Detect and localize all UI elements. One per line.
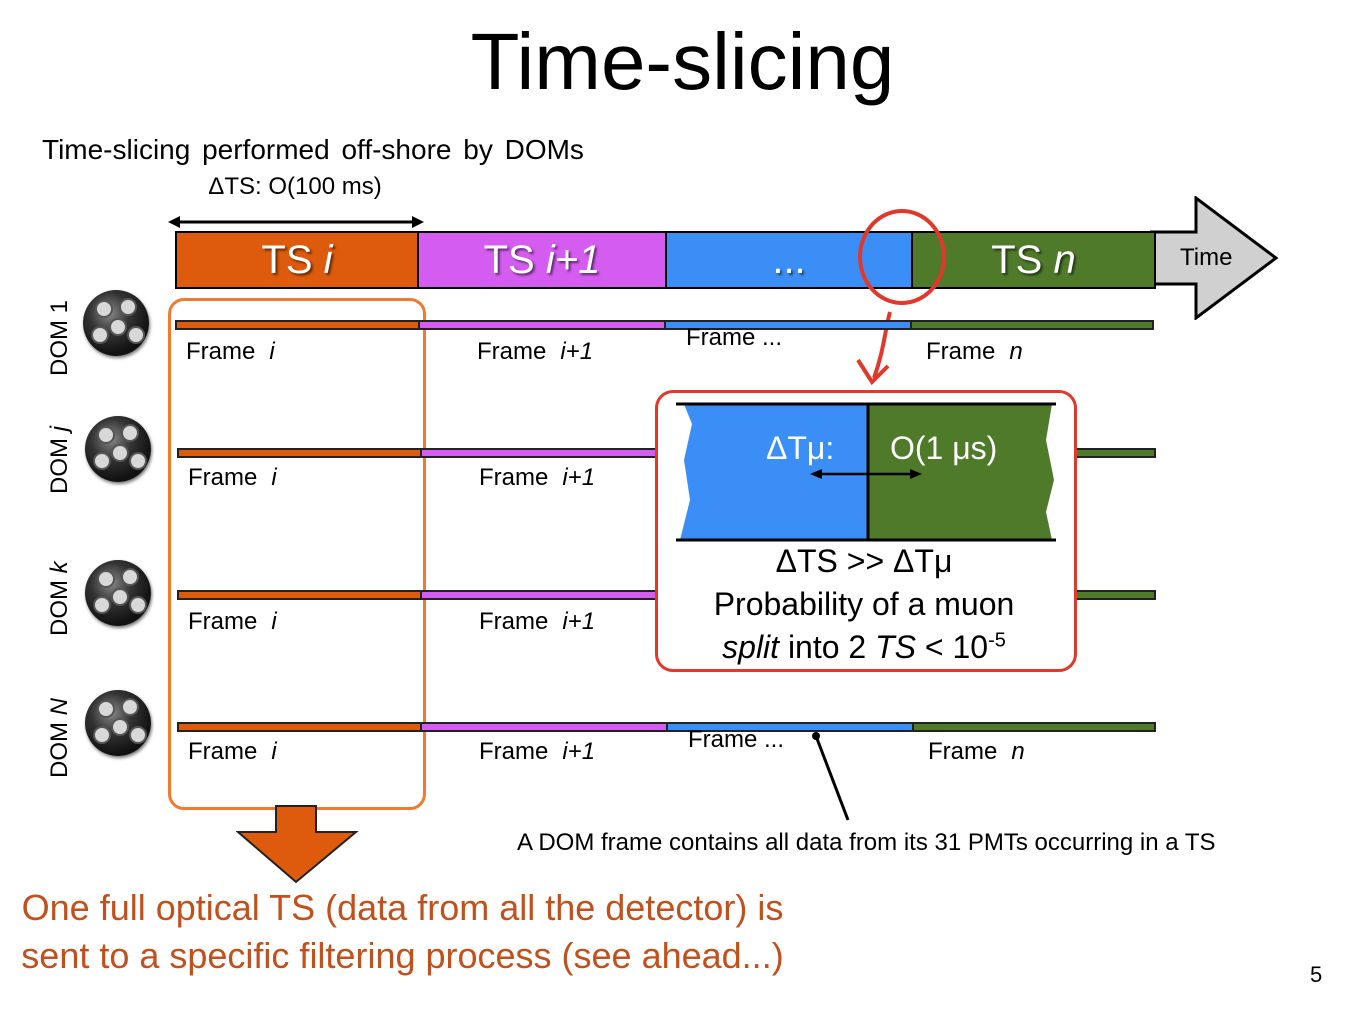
ts-i1-prefix: TS: [483, 237, 535, 282]
time-label: Time: [1180, 244, 1233, 271]
zoom-boundary-graphic: [676, 402, 1056, 542]
dom1-sphere-image: [83, 290, 149, 356]
delta-ts-arrow: [168, 216, 424, 228]
ts-n-prefix: TS: [991, 237, 1043, 282]
domj-label: DOM j: [46, 425, 73, 494]
ts-i-prefix: TS: [261, 237, 313, 282]
highlight-circle: [856, 209, 946, 386]
domj-frame-n-bar: [1070, 448, 1156, 458]
callout-line3: split into 2 TS < 10-5: [722, 629, 1006, 665]
callout-line2: Probability of a muon: [713, 586, 1015, 622]
page-title: Time-slicing: [470, 17, 895, 106]
domk-frame-i-bar: [177, 590, 422, 600]
domN-frame-i-bar: [177, 722, 422, 732]
bottom-conclusion-text: One full optical TS (data from all the d…: [21, 887, 784, 976]
dom1-frame-i-bar: [175, 320, 420, 330]
note-pointer-line: [812, 732, 850, 821]
domj-sphere-image: [85, 416, 151, 482]
delta-ts-label: ΔTS: O(100 ms): [208, 173, 382, 200]
down-arrow: [236, 805, 359, 884]
page-number: 5: [1310, 962, 1323, 987]
domk-frame-i1-bar: [420, 590, 660, 600]
domN-frame-dots-label: Frame ...: [687, 726, 784, 753]
ts-dots-box: ...: [665, 231, 913, 289]
dom1-label: DOM 1: [46, 299, 73, 376]
domN-sphere-image: [85, 690, 151, 756]
subtitle: Time-slicing performed off-shore by DOMs: [42, 134, 584, 165]
ts-n-box: TS n: [911, 231, 1156, 289]
delta-tmu-label: ΔTμ:: [766, 430, 835, 466]
dom1-frame-i1-bar: [418, 320, 666, 330]
domN-frame-i1-bar: [420, 722, 668, 732]
dom1-frame-dots-label: Frame ...: [685, 324, 782, 351]
ts-i1-index: i+1: [545, 237, 601, 282]
o1us-label: O(1 μs): [890, 430, 998, 466]
ts-dots-label: ...: [772, 237, 806, 282]
domk-label: DOM k: [46, 561, 73, 636]
domk-frame-n-bar: [1070, 590, 1156, 600]
ts-n-index: n: [1053, 237, 1076, 282]
time-arrow: [1150, 196, 1279, 320]
ts-i-box: TS i: [175, 231, 419, 289]
callout-line1: ΔTS >> ΔTμ: [775, 543, 953, 579]
domj-frame-i-bar: [177, 448, 422, 458]
domN-label: DOM N: [46, 697, 73, 778]
domj-frame-i1-bar: [420, 448, 660, 458]
ts-i1-box: TS i+1: [417, 231, 667, 289]
selected-timeslice-box: [168, 298, 426, 810]
dom-frame-note: A DOM frame contains all data from its 3…: [517, 829, 1216, 856]
domk-sphere-image: [85, 560, 151, 626]
dom1-frame-n-bar: [910, 320, 1154, 330]
ts-i-index: i: [323, 237, 333, 282]
domN-frame-n-bar: [912, 722, 1156, 732]
